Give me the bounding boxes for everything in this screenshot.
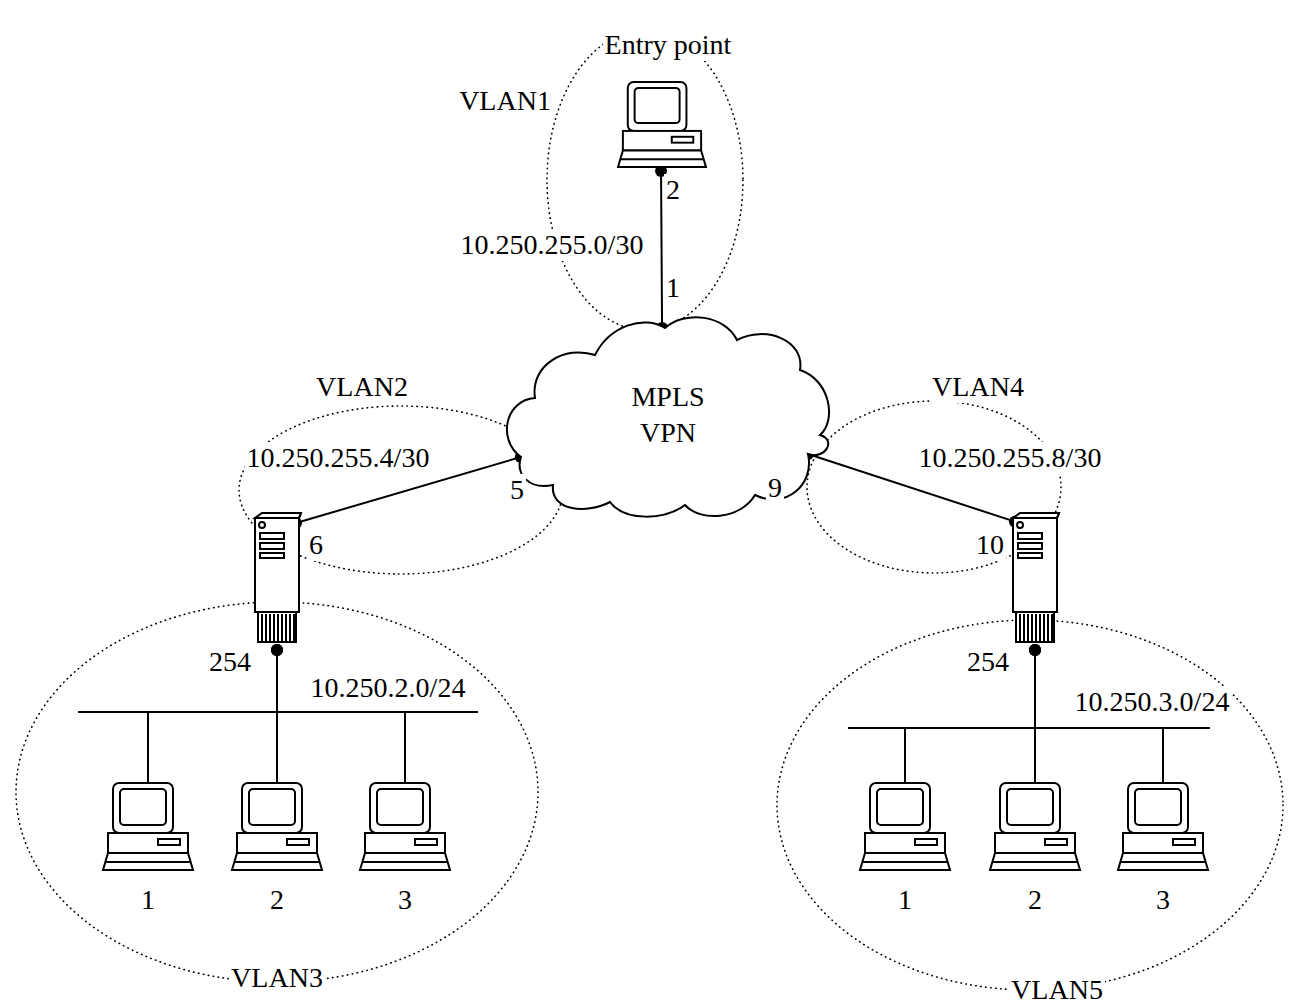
- port-number: 2: [664, 174, 682, 206]
- link-line: [661, 171, 662, 328]
- computer-node: 1: [103, 782, 193, 914]
- computer-icon: [1118, 782, 1208, 877]
- host-number: 3: [396, 884, 414, 916]
- host-number: 3: [1154, 884, 1172, 916]
- vlan-outline: [807, 401, 1061, 573]
- port-dot: [271, 644, 283, 656]
- port-number: 254: [965, 646, 1011, 678]
- vlan-region: Entry pointVLAN1: [545, 28, 745, 332]
- host-number: 1: [896, 884, 914, 916]
- router-icon: [1010, 512, 1060, 644]
- computer-node: 2: [232, 782, 322, 914]
- computer-icon: [618, 80, 706, 175]
- link-line: [905, 644, 1041, 782]
- computer-node: 1: [860, 782, 950, 914]
- port-dot: [271, 644, 283, 656]
- host-number: 2: [268, 884, 286, 916]
- router-icon: [252, 512, 302, 644]
- subnet-label: 10.250.3.0/24: [1073, 686, 1232, 718]
- link-line: [148, 644, 283, 782]
- vlan-outline: [545, 28, 745, 332]
- computer-icon: [232, 782, 322, 877]
- port-number: 9: [766, 472, 784, 504]
- mpls-cloud: MPLS VPN: [505, 310, 835, 520]
- cloud-label: MPLS VPN: [611, 379, 725, 451]
- port-dot: [1029, 644, 1041, 656]
- computer-node: 3: [360, 782, 450, 914]
- router-server: 6254: [252, 512, 302, 650]
- host-number: 2: [1026, 884, 1044, 916]
- link-line: [277, 650, 405, 782]
- computer-icon: [360, 782, 450, 877]
- computer-node: Entry point: [590, 25, 750, 175]
- cloud-outline: [505, 310, 835, 520]
- port-number: 1: [664, 272, 682, 304]
- computer-node: 2: [990, 782, 1080, 914]
- vlan-outline: [777, 620, 1283, 990]
- vlan-outline: [16, 602, 538, 982]
- vlan-region: 123VLAN5: [775, 618, 1285, 992]
- link-line: [271, 644, 405, 782]
- port-dot: [1029, 644, 1041, 656]
- subnet-label: 10.250.255.4/30: [245, 442, 432, 474]
- port-number: 10: [974, 529, 1006, 561]
- vlan-outline: [775, 618, 1285, 992]
- subnet-label: 10.250.255.8/30: [917, 442, 1104, 474]
- port-number: 6: [307, 529, 325, 561]
- subnet-label: 10.250.255.0/30: [459, 229, 646, 261]
- port-number: 5: [508, 474, 526, 506]
- computer-icon: [860, 782, 950, 877]
- vlan-outline: [547, 30, 743, 330]
- cloud-outline: [507, 317, 829, 516]
- vlan-label: VLAN4: [930, 371, 1026, 403]
- vlan-label: VLAN1: [457, 85, 553, 117]
- port-number: 254: [207, 646, 253, 678]
- vlan-outline: [14, 600, 540, 984]
- vlan-label: VLAN2: [314, 371, 410, 403]
- port-dot: [1029, 644, 1041, 656]
- vlan-label: VLAN5: [1009, 974, 1105, 1006]
- vlan-label: VLAN3: [229, 962, 325, 994]
- computer-icon: [990, 782, 1080, 877]
- vlan-region: 123VLAN3: [14, 600, 540, 984]
- port-dot: [271, 644, 283, 656]
- subnet-label: 10.250.2.0/24: [309, 672, 468, 704]
- computer-node: 3: [1118, 782, 1208, 914]
- host-number: Entry point: [603, 29, 734, 61]
- computer-icon: [103, 782, 193, 877]
- host-number: 1: [139, 884, 157, 916]
- router-server: 10254: [1010, 512, 1060, 650]
